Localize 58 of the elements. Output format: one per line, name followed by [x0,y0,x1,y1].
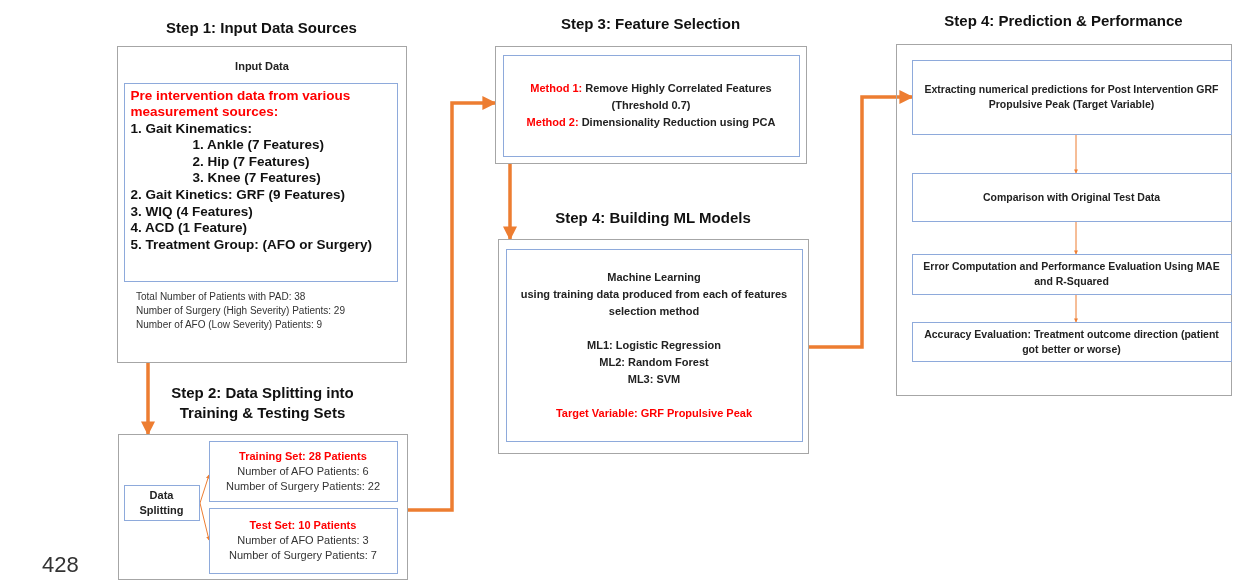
process-label: Error Computation and Performance Evaluation Using MAE and R-Squared [922,259,1221,289]
list-item: 3. WIQ (4 Features) [130,203,254,221]
model-name: ML3: SVM [627,371,681,387]
arrow [1074,134,1078,174]
step-text: Machine Learning [607,269,701,285]
process-box [911,321,1232,362]
patient-count: Number of Surgery Patients: 7 [229,548,377,563]
arrow [503,164,517,241]
process-box [208,440,398,502]
list-item: 2. Hip (7 Features) [191,153,311,171]
process-box [502,54,800,157]
process-label: Accuracy Evaluation: Treatment outcome direction (patient got better or worse) [923,326,1220,357]
arrow [809,90,914,349]
list-heading: Pre intervention data from various measurement sources: [130,87,352,121]
process-box [208,507,398,574]
method-description: Remove Highly Correlated Features (Threshold 0.7) [585,82,772,111]
list-item: 1. Gait Kinematics: [130,120,254,138]
model-name: ML2: Random Forest [599,354,709,370]
figure-number: 428 [42,552,79,578]
step-text: using training data produced from each of features selection method [519,286,789,319]
patient-count-note: Number of Surgery (High Severity) Patients: 29 [136,305,345,316]
arrow [1074,294,1078,323]
input-list-box [123,82,398,282]
method-description: Dimensionality Reduction using PCA [581,116,776,128]
arrow [141,363,155,436]
process-box [911,59,1232,135]
process-box [123,484,200,521]
process-box [911,172,1232,222]
process-label: Comparison with Original Test Data [982,189,1161,205]
patient-count: Number of AFO Patients: 6 [237,463,369,479]
patient-count: Number of AFO Patients: 3 [237,533,369,548]
target-variable: Target Variable: GRF Propulsive Peak [555,405,752,421]
list-item: 4. ACD (1 Feature) [130,220,249,237]
set-title: Test Set: 10 Patients [249,518,357,533]
step-heading: Step 1: Input Data Sources [165,18,358,38]
step-heading: Step 2: Data Splitting into Training & Testing Sets [170,383,355,422]
list-item: 1. Ankle (7 Features) [191,137,326,154]
patient-count: Number of Surgery Patients: 22 [225,478,381,494]
process-label: Data Splitting [138,487,185,518]
model-name: ML1: Logistic Regression [587,337,721,353]
arrow [1074,221,1078,255]
step-heading: Step 4: Building ML Models [554,208,752,228]
patient-count-note: Total Number of Patients with PAD: 38 [136,291,306,302]
step-heading: Step 4: Prediction & Performance [943,11,1184,31]
process-label: Extracting numerical predictions for Post Intervention GRF Propulsive Peak (Target Variable) [923,82,1220,112]
set-title: Training Set: 28 Patients [239,448,367,464]
method-label: Method 2: [526,116,579,128]
panel-title: Input Data [234,60,290,72]
arrow [408,96,497,512]
process-box [911,253,1232,295]
list-item: 3. Knee (7 Features) [191,170,322,188]
list-item: 2. Gait Kinetics: GRF (9 Features) [130,187,347,204]
patient-count-note: Number of AFO (Low Severity) Patients: 9 [136,319,323,330]
list-item: 5. Treatment Group: (AFO or Surgery) [130,236,374,254]
arrow [199,474,210,504]
arrow [199,502,211,541]
method-label: Method 1: [530,82,583,94]
step-heading: Step 3: Feature Selection [559,14,742,34]
